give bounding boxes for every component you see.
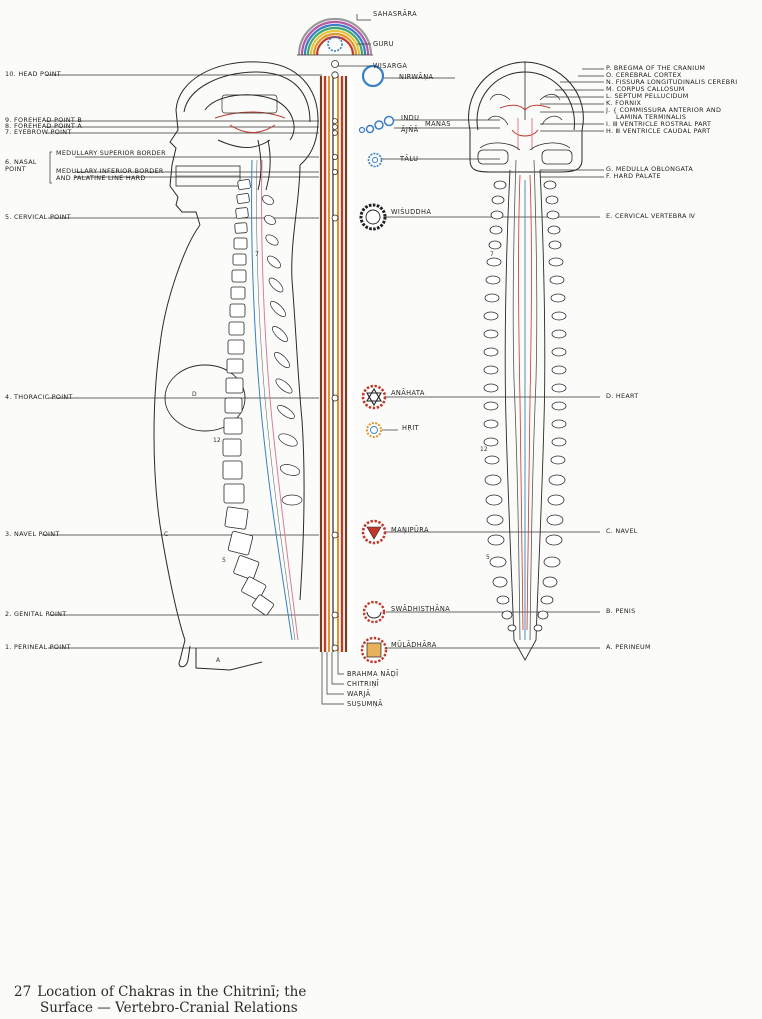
- num-c-left: C: [164, 531, 169, 538]
- num-a-left: A: [216, 657, 221, 664]
- spinous-processes: [262, 195, 303, 506]
- right-leader-lines: [540, 68, 604, 178]
- label-nasal-point: 6. NASAL: [5, 158, 37, 166]
- label-thoracic-point: 4. THORACIC POINT: [5, 393, 73, 401]
- label-nasal-point-2: POINT: [5, 165, 26, 173]
- num-5-left: 5: [222, 557, 226, 564]
- label-cerebral-cortex: O. CEREBRAL CORTEX: [606, 71, 682, 79]
- frontal-figure: [468, 61, 584, 661]
- label-medullary-superior: MEDULLARY SUPERIOR BORDER: [56, 149, 166, 157]
- label-fissura: N. FISSURA LONGITUDINALIS CEREBRI: [606, 78, 738, 86]
- figure-caption: 27 Location of Chakras in the Chitrinī; t…: [14, 984, 306, 1016]
- chakra-ajna: ĀJÑĀ: [401, 126, 419, 134]
- nadi-susumna: SUṢUMṆĀ: [347, 700, 383, 708]
- chakra-anahata: ANĀHATA: [391, 389, 425, 397]
- caption-number: 27: [14, 984, 32, 1000]
- num-7-right: 7: [490, 251, 494, 258]
- left-leader-lines: [42, 74, 322, 649]
- label-medullary-inferior: MEDULLARY INFERIOR BORDER: [56, 167, 164, 175]
- chakra-nirwana: NIRWĀṆA: [399, 73, 434, 81]
- num-12-right: 12: [480, 446, 488, 453]
- chakra-manipura: MAṆIPŪRA: [391, 526, 429, 534]
- nadi-warja: WARJĀ: [347, 690, 371, 698]
- num-12-left: 12: [213, 437, 221, 444]
- label-perineum: A. PERINEUM: [606, 643, 651, 651]
- label-hard-palate: F. HARD PALATE: [606, 172, 661, 180]
- chakra-manas: MANAS: [425, 120, 451, 128]
- sahasrara-symbol: [297, 17, 373, 56]
- chakra-sahasrara: SAHASRĀRA: [373, 10, 417, 18]
- sagittal-figure: [153, 61, 319, 671]
- label-genital-point: 2. GENITAL POINT: [5, 610, 67, 618]
- chakra-hrit: HṚIT: [402, 424, 420, 432]
- chakra-leader-lines: [338, 14, 600, 649]
- label-fornix: K. FORNIX: [606, 99, 642, 107]
- label-head-point: 10. HEAD POINT: [5, 70, 62, 78]
- caption-line-1: Location of Chakras in the Chitrinī; the: [37, 984, 307, 1000]
- chakra-guru: GURU: [373, 40, 394, 48]
- label-heart: D. HEART: [606, 392, 639, 400]
- nadi-chitrini: CHITRIṆĪ: [347, 680, 380, 688]
- chakra-talu: TĀLU: [400, 155, 419, 163]
- label-commissura: J. { COMMISSURA ANTERIOR AND: [606, 106, 722, 114]
- nadi-brahma: BRAHMA NĀḌĪ: [347, 670, 399, 678]
- label-palatine-line: AND PALATINE LINE HARD: [56, 174, 146, 182]
- label-septum: L. SEPTUM PELLUCIDUM: [606, 92, 689, 100]
- label-navel: C. NAVEL: [606, 527, 638, 535]
- chakra-indu: INDU: [401, 114, 420, 122]
- label-perineal-point: 1. PERINEAL POINT: [5, 643, 71, 651]
- label-cervical-point: 5. CERVICAL POINT: [5, 213, 71, 221]
- chakra-swadhisthana: SWĀDHIṢṬHĀNA: [391, 605, 451, 613]
- chakra-wisuddha: WIŚUDDHA: [391, 208, 432, 216]
- label-navel-point: 3. NAVEL POINT: [5, 530, 60, 538]
- label-penis: B. PENIS: [606, 607, 636, 615]
- num-d-left: D: [192, 391, 197, 398]
- chakra-muladhara: MŪLĀDHĀRA: [391, 641, 437, 649]
- label-ventricle-rostral: I. Ⅲ VENTRICLE ROSTRAL PART: [606, 120, 712, 128]
- num-5-right: 5: [486, 554, 490, 561]
- label-lamina: LAMINA TERMINALIS: [616, 113, 687, 121]
- label-eyebrow-point: 7. EYEBROW POINT: [5, 128, 72, 136]
- label-medulla: G. MEDULLA OBLONGATA: [606, 165, 693, 173]
- label-ventricle-caudal: H. Ⅲ VENTRICLE CAUDAL PART: [606, 127, 711, 135]
- label-bregma: P. BREGMA OF THE CRANIUM: [606, 64, 706, 72]
- num-7-left: 7: [255, 251, 259, 258]
- label-forehead-point-a: 8. FOREHEAD POINT a: [5, 122, 83, 130]
- sagittal-vertebrae: [222, 179, 275, 616]
- label-corpus-callosum: M. CORPUS CALLOSUM: [606, 85, 685, 93]
- nadi-column: [319, 71, 353, 705]
- chakra-wisarga: WISARGA: [373, 62, 408, 70]
- label-forehead-point-b: 9. FOREHEAD POINT b: [5, 116, 83, 124]
- caption-line-2: Surface — Vertebro-Cranial Relations: [40, 1000, 298, 1016]
- label-cervical-vertebra: E. CERVICAL VERTEBRA Ⅳ: [606, 212, 696, 220]
- frontal-vertebrae: [483, 180, 567, 632]
